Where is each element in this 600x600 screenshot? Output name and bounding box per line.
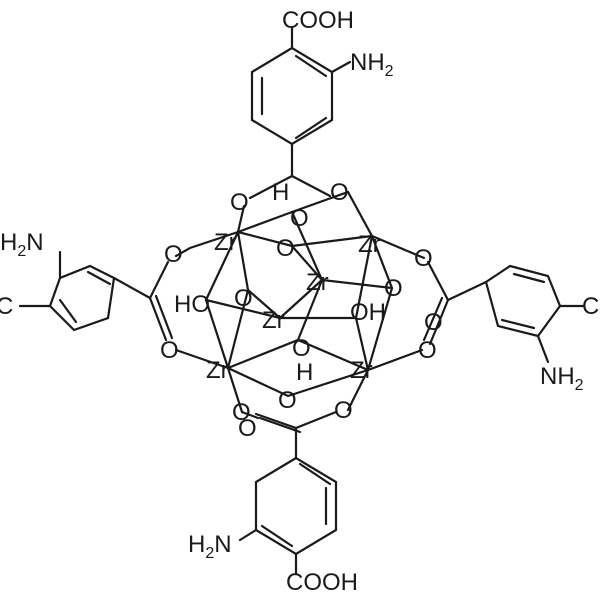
bottom-h2n-label: H2N — [188, 531, 232, 562]
right-ring-inner-bond-2 — [500, 318, 536, 330]
left-ring-inner-bond — [58, 298, 78, 324]
top-ring-inner-bond-2 — [294, 116, 328, 140]
bottom-carboxylate-o-left-2 — [258, 416, 302, 434]
bottom-ring-inner-bond-3 — [260, 524, 294, 548]
right-carboxylate-o-bottom — [428, 298, 450, 346]
right-nh2-bond — [536, 334, 550, 364]
o-label-mu3-top: O — [290, 205, 309, 232]
h-label-top: H — [272, 179, 289, 206]
right-carboxylate-o-top — [426, 260, 450, 302]
left-carboxylate-bond — [112, 276, 152, 300]
o-label-right-bottom: O — [418, 337, 437, 364]
top-carboxylate-o-right — [290, 174, 332, 198]
right-nh2-label: NH2 — [540, 363, 584, 394]
zr-atom-top-right: Zr — [358, 231, 381, 258]
top-ring-inner-bond-3 — [294, 54, 328, 78]
top-cooh-label: COOH — [282, 7, 354, 34]
top-ring — [250, 46, 334, 146]
cluster-edge-2 — [174, 230, 240, 258]
zr-atom-bottom-right: Zr — [350, 357, 373, 384]
cluster-edge-11 — [346, 368, 370, 412]
cluster-edge-14 — [370, 234, 426, 260]
o-label-mu3-left: O — [234, 285, 253, 312]
bond-lines — [18, 26, 586, 576]
bottom-carboxylate-o-right — [294, 410, 338, 430]
o-label-right-top: O — [414, 245, 433, 272]
top-nh-text: NH — [350, 49, 385, 76]
bottom-cooh-label: COOH — [286, 569, 358, 596]
bottom-carboxylate-o-left — [254, 412, 298, 430]
bottom-h2n-subscript: 2 — [205, 545, 214, 562]
right-carboxylate-o-bottom-2 — [422, 296, 444, 342]
left-c-label: C — [0, 293, 13, 320]
bottom-ring — [254, 456, 338, 556]
left-ring-inner-bond-2 — [86, 270, 112, 286]
ho-label-left: HO — [174, 291, 210, 318]
right-ring-inner-bond — [512, 272, 546, 284]
top-nh2-subscript: 2 — [385, 63, 394, 80]
o-label-top-right: O — [330, 179, 349, 206]
right-nh-text: NH — [540, 363, 575, 390]
right-carboxylate-bond — [446, 280, 488, 302]
top-carboxylate-o-left — [248, 174, 294, 200]
left-h2n-label: H2N — [0, 229, 44, 260]
o-label-left-top: O — [164, 241, 183, 268]
o-label-left-bottom: O — [160, 337, 179, 364]
bottom-h2n-bond — [238, 528, 258, 542]
left-carboxylate-o-bottom — [148, 296, 168, 342]
o-label-bottom-right: O — [334, 397, 353, 424]
o-label-bottom-carbonyl: O — [238, 415, 257, 442]
left-h-text: H — [0, 229, 17, 256]
o-label-bottom-left: O — [232, 399, 251, 426]
left-carboxylate-o-bottom-2 — [154, 294, 174, 340]
cluster-edge-8 — [226, 366, 370, 398]
zr-atom-back: Zr — [306, 269, 329, 296]
bottom-h-text: H — [188, 531, 205, 558]
right-c-label: C — [582, 293, 599, 320]
zr-atom-bottom-left: Zr — [206, 357, 229, 384]
top-nh2-bond — [330, 60, 352, 74]
o-label-mu3-lower: O — [292, 335, 311, 362]
left-n-text: N — [26, 229, 43, 256]
cluster-edge-19 — [204, 298, 358, 320]
cluster-edge-13 — [366, 348, 424, 372]
o-label-right-carbonyl: O — [424, 309, 443, 336]
bottom-ring-inner-bond-2 — [298, 462, 332, 486]
h-label-bottom: H — [296, 359, 313, 386]
top-nh2-label: NH2 — [350, 49, 394, 80]
cluster-edge-10 — [226, 366, 260, 420]
zr-atom-center: Zr — [262, 307, 285, 334]
o-label-top-left: O — [230, 189, 249, 216]
cluster-edge-12 — [174, 348, 230, 370]
left-carboxylate-o-top — [148, 260, 170, 300]
atom-labels: COOH NH2 COOH H2N H2N C NH2 C O O Zr Zr … — [0, 7, 599, 596]
oh-label-right: OH — [350, 299, 386, 326]
cluster-edge-18 — [290, 210, 394, 290]
o-label-mu3-right: O — [384, 275, 403, 302]
o-label-mu3-upper: O — [276, 235, 295, 262]
cluster-edge — [236, 190, 374, 238]
o-label-mu3-bottom: O — [278, 387, 297, 414]
right-nh2-subscript: 2 — [575, 377, 584, 394]
left-h2n-subscript: 2 — [17, 243, 26, 260]
cluster-edge-15 — [236, 204, 246, 234]
zr-atom-top-left: Zr — [214, 229, 237, 256]
bottom-n-text: N — [214, 531, 231, 558]
